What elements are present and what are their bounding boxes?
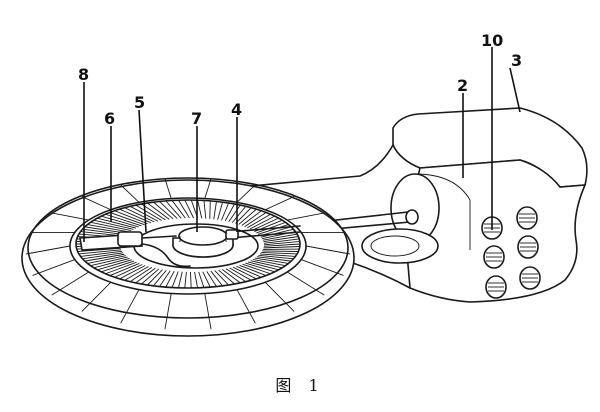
ring-base [22, 178, 354, 336]
label-4: 4 [231, 100, 242, 119]
label-3: 3 [511, 51, 522, 70]
label-7: 7 [191, 109, 202, 128]
label-8: 8 [78, 65, 89, 84]
center-hub [173, 227, 233, 257]
label-5: 5 [134, 93, 145, 112]
figure-caption: 图 1 [0, 372, 600, 396]
disc-tooth [262, 251, 298, 252]
label-6: 6 [104, 109, 115, 128]
label-2: 2 [457, 76, 468, 95]
label-10: 10 [481, 31, 503, 50]
